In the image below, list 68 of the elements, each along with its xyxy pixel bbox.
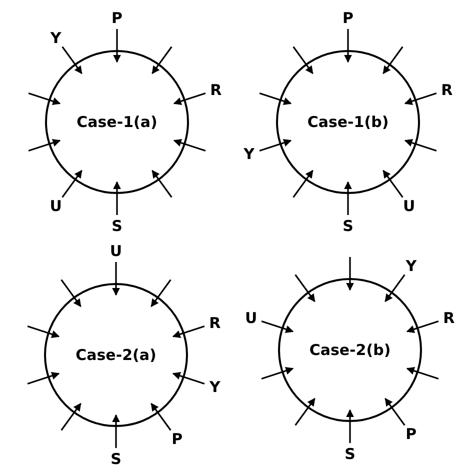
arrow <box>152 46 172 74</box>
arrow <box>28 92 61 106</box>
arrow <box>346 257 354 291</box>
case-title: Case-1(b) <box>307 113 389 131</box>
arrow <box>62 46 82 74</box>
arrow <box>28 138 61 152</box>
arrow <box>27 326 60 338</box>
arrow <box>173 92 206 106</box>
seat-circle <box>278 278 422 422</box>
arrow <box>261 320 294 334</box>
arrow <box>346 409 354 443</box>
person-label: Y <box>48 28 63 47</box>
arrow <box>344 29 352 63</box>
arrow <box>27 372 60 384</box>
arrow <box>382 46 404 74</box>
person-label: Y <box>208 378 222 396</box>
person-label: U <box>402 197 416 216</box>
seat-circle <box>44 283 188 427</box>
arrow <box>406 320 439 334</box>
arrow <box>382 170 404 198</box>
person-label: R <box>440 80 454 99</box>
arrow <box>112 262 120 296</box>
arrow <box>173 138 206 152</box>
person-label: U <box>48 197 63 216</box>
arrow <box>112 414 120 448</box>
arrow <box>60 402 82 431</box>
person-label: R <box>442 308 456 327</box>
seat-circle <box>276 50 420 194</box>
person-label: S <box>109 450 123 468</box>
arrow <box>259 138 292 152</box>
person-label: S <box>343 445 357 463</box>
arrow <box>404 138 437 152</box>
person-label: Y <box>242 145 256 164</box>
arrow <box>113 29 121 63</box>
person-label: P <box>341 9 355 27</box>
arrow <box>172 372 205 384</box>
arrow <box>172 326 205 338</box>
arrow <box>384 398 406 426</box>
person-label: U <box>109 242 123 260</box>
person-label: R <box>208 314 222 332</box>
arrow <box>292 46 314 74</box>
arrow <box>344 181 352 215</box>
arrow <box>406 366 439 380</box>
arrow <box>60 279 82 308</box>
arrow <box>384 274 406 302</box>
seat-circle <box>45 50 189 194</box>
arrow <box>294 398 316 426</box>
person-label: P <box>404 425 418 444</box>
arrow <box>113 181 121 215</box>
arrow <box>150 279 172 308</box>
person-label: S <box>110 217 124 235</box>
person-label: U <box>244 308 258 327</box>
person-label: Y <box>404 256 418 275</box>
arrow <box>259 92 292 106</box>
arrow <box>261 366 294 380</box>
arrow <box>62 170 82 198</box>
case-title: Case-1(a) <box>76 113 158 131</box>
case-title: Case-2(a) <box>76 346 156 364</box>
person-label: P <box>110 9 124 27</box>
person-label: R <box>208 80 223 99</box>
arrow <box>294 274 316 302</box>
arrow <box>292 170 314 198</box>
arrow <box>404 92 437 106</box>
arrow <box>150 402 172 431</box>
person-label: S <box>341 217 355 235</box>
case-title: Case-2(b) <box>309 341 391 359</box>
arrow <box>152 170 172 198</box>
person-label: P <box>170 430 184 448</box>
